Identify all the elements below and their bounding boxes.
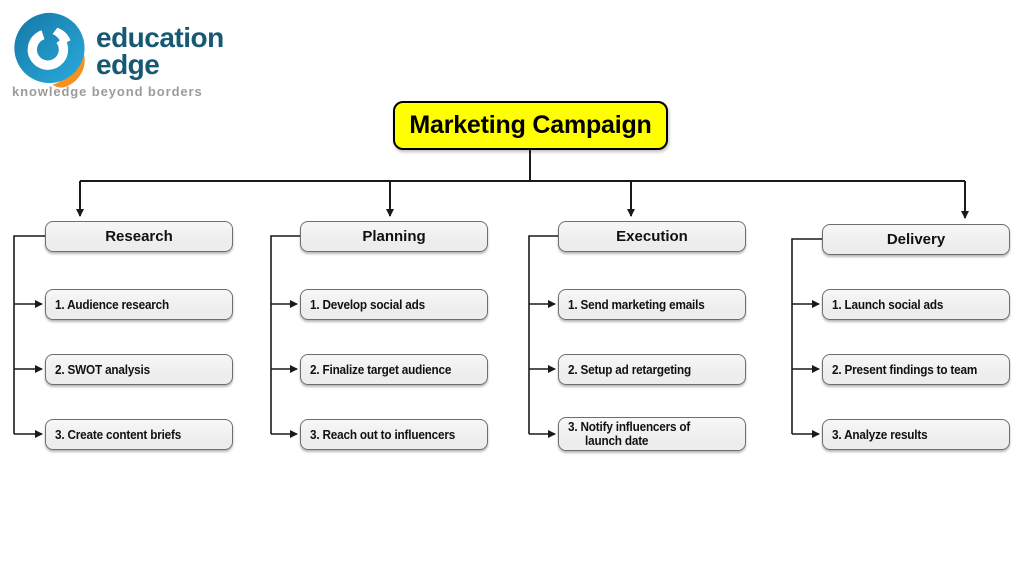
planning-bracket [270, 235, 300, 434]
node-execution-label: Execution [616, 228, 688, 245]
logo-e-tail [52, 27, 71, 45]
node-planning-task-2: 2. Finalize target audience [300, 354, 488, 385]
node-delivery-task-2: 2. Present findings to team [822, 354, 1010, 385]
node-planning-label: Planning [362, 228, 426, 245]
node-planning-task-3: 3. Reach out to influencers [300, 419, 488, 450]
node-delivery: Delivery [822, 224, 1010, 255]
node-research-task-2: 2. SWOT analysis [45, 354, 233, 385]
diagram-title: Marketing Campaign [393, 101, 668, 150]
node-planning: Planning [300, 221, 488, 252]
node-delivery-task-3: 3. Analyze results [822, 419, 1010, 450]
node-research-label: Research [105, 228, 173, 245]
node-delivery-task-3-label: 3. Analyze results [832, 427, 928, 442]
node-research-task-2-label: 2. SWOT analysis [55, 362, 150, 377]
node-delivery-task-1-label: 1. Launch social ads [832, 297, 944, 312]
logo-tagline: knowledge beyond borders [12, 84, 203, 99]
node-research-task-3-label: 3. Create content briefs [55, 427, 182, 442]
node-execution-task-1-label: 1. Send marketing emails [568, 297, 705, 312]
node-research-task-1: 1. Audience research [45, 289, 233, 320]
node-execution-task-3: 3. Notify influencers of launch date [558, 417, 746, 451]
execution-bracket [528, 235, 558, 434]
logo-word-edge: edge [96, 49, 160, 80]
node-research: Research [45, 221, 233, 252]
logo-wordmark: education edge [96, 22, 224, 80]
node-planning-task-2-label: 2. Finalize target audience [310, 362, 452, 377]
delivery-bracket [791, 238, 822, 434]
node-delivery-task-1: 1. Launch social ads [822, 289, 1010, 320]
node-delivery-task-2-label: 2. Present findings to team [832, 362, 978, 377]
node-execution-task-1: 1. Send marketing emails [558, 289, 746, 320]
node-research-task-1-label: 1. Audience research [55, 297, 170, 312]
logo-blue-circle [14, 12, 85, 84]
logo-orange-swoosh [52, 50, 85, 88]
node-planning-task-1-label: 1. Develop social ads [310, 297, 425, 312]
research-bracket [13, 235, 45, 434]
node-execution-task-2: 2. Setup ad retargeting [558, 354, 746, 385]
node-planning-task-3-label: 3. Reach out to influencers [310, 427, 456, 442]
node-execution-task-3-label: 3. Notify influencers of launch date [568, 420, 691, 448]
diagram-title-label: Marketing Campaign [409, 111, 652, 139]
education-edge-logo-icon [14, 12, 85, 88]
node-research-task-3: 3. Create content briefs [45, 419, 233, 450]
node-delivery-label: Delivery [886, 231, 946, 248]
node-execution: Execution [558, 221, 746, 252]
education-edge-logo: education edge knowledge beyond borders [0, 0, 230, 105]
node-planning-task-1: 1. Develop social ads [300, 289, 488, 320]
logo-word-education: education [96, 22, 224, 53]
node-execution-task-2-label: 2. Setup ad retargeting [568, 362, 691, 377]
